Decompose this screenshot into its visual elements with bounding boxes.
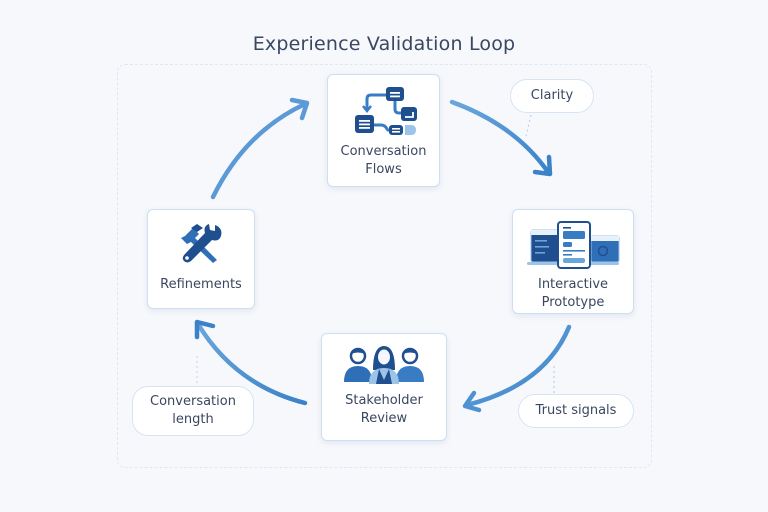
annotation-label-line: length — [172, 412, 214, 427]
arrow-refinements-to-flows — [210, 97, 310, 200]
node-label: Stakeholder Review — [345, 392, 423, 428]
people-icon — [344, 346, 424, 384]
node-conversation-flows[interactable]: Conversation Flows — [327, 74, 440, 187]
arrow-review-to-refinements — [194, 319, 308, 406]
node-label-line: Conversation — [340, 144, 427, 159]
node-label-line: Prototype — [541, 295, 605, 310]
diagram-title: Experience Validation Loop — [252, 33, 516, 55]
node-label-line: Review — [360, 411, 408, 426]
annotation-label: Trust signals — [535, 403, 617, 418]
dashed-frame — [117, 64, 652, 468]
node-label: Refinements — [160, 276, 242, 294]
node-refinements[interactable]: Refinements — [147, 209, 255, 309]
flowchart-icon — [354, 87, 417, 135]
clarity-connector — [525, 114, 532, 137]
arrow-prototype-to-review — [462, 324, 572, 413]
annotation-conversation-length: Conversation length — [132, 386, 254, 436]
node-interactive-prototype[interactable]: Interactive Prototype — [512, 209, 634, 314]
annotation-label: Clarity — [530, 88, 574, 103]
node-label-line: Flows — [365, 162, 402, 177]
node-label: Conversation Flows — [341, 143, 427, 179]
node-label-line: Stakeholder — [345, 393, 423, 408]
node-label: Interactive Prototype — [538, 276, 608, 312]
annotation-trust-signals: Trust signals — [518, 394, 634, 428]
arrow-flows-to-prototype — [449, 99, 553, 177]
devices-icon — [527, 221, 620, 269]
node-label-line: Interactive — [537, 277, 609, 292]
tools-icon — [181, 224, 222, 263]
node-stakeholder-review[interactable]: Stakeholder Review — [321, 333, 447, 441]
annotation-label-line: Conversation — [150, 394, 236, 409]
annotation-clarity: Clarity — [510, 79, 594, 113]
node-label-line: Refinements — [160, 277, 242, 292]
